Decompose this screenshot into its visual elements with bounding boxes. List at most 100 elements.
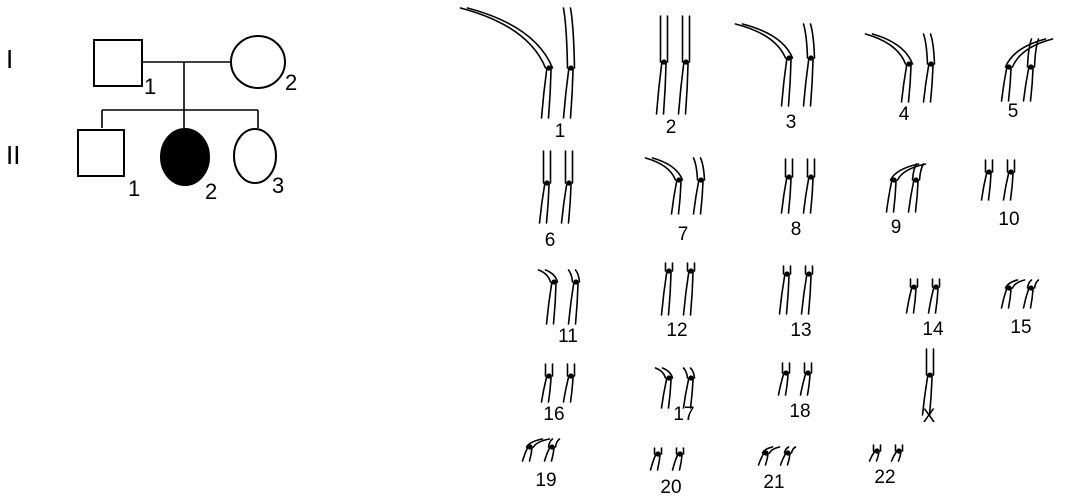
homolog-a	[780, 158, 794, 214]
centromere	[527, 444, 533, 450]
homolog-b	[1002, 159, 1016, 201]
chromosome-label-19: 19	[535, 470, 556, 491]
centromere	[783, 370, 789, 376]
homolog-a	[537, 269, 559, 325]
centromere	[784, 271, 790, 277]
homolog-a	[654, 367, 674, 409]
centromere	[786, 55, 792, 61]
chromosome-18: 18	[777, 362, 813, 422]
centromere	[808, 55, 814, 61]
centromere	[913, 177, 919, 183]
homolog-b	[1022, 38, 1040, 102]
chromosome-1: 1	[459, 7, 576, 142]
female-symbol-i-2	[230, 35, 286, 89]
homolog-a	[1000, 38, 1054, 102]
individual-number-ii-1: 1	[128, 176, 140, 201]
homolog-b	[802, 158, 816, 214]
chromosome-label-15: 15	[1010, 317, 1031, 338]
homolog-a	[885, 163, 927, 213]
chromosome-22: 22	[868, 444, 904, 488]
chromosome-16: 16	[540, 363, 576, 425]
pedigree-chart: I II 1 2 1 2 3	[6, 35, 297, 204]
homolog-a	[980, 159, 994, 201]
centromere	[655, 451, 661, 457]
homolog-b	[1022, 279, 1040, 309]
centromere	[676, 177, 682, 183]
homolog-a	[660, 262, 674, 316]
centromere	[1006, 64, 1012, 70]
chromosome-3: 3	[734, 23, 816, 133]
male-symbol-ii-1	[77, 129, 125, 177]
homolog-a	[905, 278, 919, 314]
homolog-b	[567, 269, 581, 325]
homolog-b	[692, 157, 706, 215]
centromere	[549, 444, 555, 450]
chromosome-13: 13	[778, 265, 814, 341]
chromosome-label-21: 21	[763, 472, 784, 493]
individual-number-ii-3: 3	[272, 173, 284, 198]
chromosome-label-3: 3	[786, 112, 797, 133]
chromosome-label-4: 4	[899, 104, 910, 125]
homolog-a	[655, 15, 669, 115]
chromosome-label-11: 11	[558, 326, 578, 347]
centromere	[698, 177, 704, 183]
chromosome-label-9: 9	[891, 217, 902, 238]
chromosome-label-20: 20	[660, 477, 681, 496]
homolog-a	[521, 438, 551, 462]
chromosome-label-12: 12	[666, 320, 687, 341]
homolog-b	[922, 33, 936, 103]
centromere	[785, 450, 791, 456]
centromere	[808, 174, 814, 180]
homolog-b	[799, 362, 813, 396]
centromere	[928, 61, 934, 67]
centromere	[806, 271, 812, 277]
homolog-a	[538, 150, 552, 224]
chromosome-14: 14	[905, 278, 944, 340]
centromere	[805, 370, 811, 376]
homolog-a	[649, 447, 663, 471]
centromere	[906, 61, 912, 67]
centromere	[688, 375, 694, 381]
centromere	[677, 451, 683, 457]
centromere	[683, 59, 689, 65]
homolog-a	[868, 444, 882, 462]
homolog-b	[543, 438, 561, 462]
chromosome-label-18: 18	[789, 401, 810, 422]
chromosome-label-17: 17	[673, 404, 694, 425]
chromosome-label-13: 13	[790, 320, 811, 341]
male-symbol-i-1	[93, 39, 143, 87]
homolog-b	[802, 23, 816, 107]
chromosome-label-14: 14	[922, 319, 944, 340]
chromosome-4: 4	[864, 33, 936, 125]
chromosome-11: 11	[537, 269, 581, 347]
centromere	[1028, 64, 1034, 70]
centromere	[911, 284, 917, 290]
chromosome-x: X	[921, 348, 936, 427]
homolog-b	[682, 262, 696, 316]
centromere	[666, 268, 672, 274]
female-symbol-ii-3	[233, 128, 277, 184]
chromosome-label-10: 10	[998, 209, 1019, 230]
homolog-b	[562, 363, 576, 403]
chromosome-label-22: 22	[874, 467, 895, 488]
centromere	[546, 65, 552, 71]
chromosome-label-2: 2	[666, 117, 677, 138]
centromere	[1028, 285, 1034, 291]
homolog-b	[671, 447, 685, 471]
centromere	[568, 65, 574, 71]
centromere	[1008, 169, 1014, 175]
centromere	[568, 373, 574, 379]
homolog-b	[779, 446, 797, 466]
homolog-b	[927, 278, 941, 314]
centromere	[1006, 285, 1012, 291]
centromere	[661, 59, 667, 65]
homolog-a	[864, 33, 914, 103]
chromosome-label-x: X	[923, 406, 936, 427]
centromere	[566, 180, 572, 186]
centromere	[786, 174, 792, 180]
chromosome-20: 20	[649, 447, 685, 496]
centromere	[544, 180, 550, 186]
homolog-a	[921, 348, 935, 416]
affected-female-symbol-ii-2	[160, 128, 210, 186]
chromosome-19: 19	[521, 438, 561, 491]
